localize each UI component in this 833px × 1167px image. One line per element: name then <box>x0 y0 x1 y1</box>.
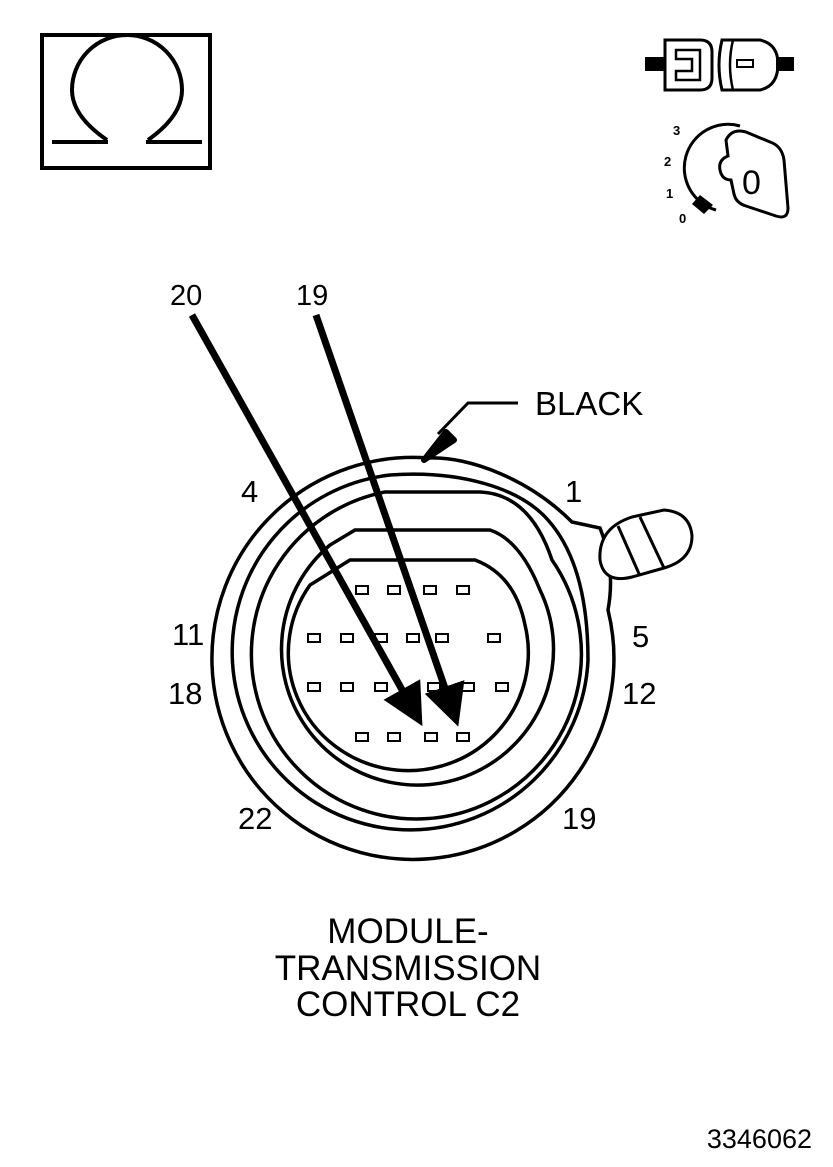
probe-label-20: 20 <box>170 280 202 312</box>
probe-20: 20 <box>170 280 423 727</box>
figure-number: 3346062 <box>707 1124 812 1154</box>
ignition-position-0: 0 <box>679 211 686 226</box>
cavity-6 <box>340 633 354 643</box>
cavity-12 <box>340 682 354 692</box>
title-line-2: TRANSMISSION <box>275 949 541 988</box>
cavity-4 <box>456 585 470 595</box>
ignition-position-1: 1 <box>666 186 673 201</box>
cavity-19 <box>424 732 438 742</box>
cavity-5 <box>307 633 321 643</box>
ignition-position-2: 2 <box>664 154 671 169</box>
connector-latch <box>598 508 694 581</box>
cavity-15 <box>461 682 475 692</box>
connector-title: MODULE- TRANSMISSION CONTROL C2 <box>275 912 541 1024</box>
title-line-1: MODULE- <box>327 912 488 951</box>
cavity-16 <box>495 682 509 692</box>
cavity-13 <box>374 682 388 692</box>
cavity-20 <box>456 732 470 742</box>
cavity-8 <box>406 633 420 643</box>
title-line-3: CONTROL C2 <box>296 985 520 1024</box>
cavity-3 <box>423 585 437 595</box>
cavity-10 <box>487 633 501 643</box>
cavity-14 <box>427 682 441 692</box>
pin-label-12: 12 <box>622 676 656 711</box>
pin-label-18: 18 <box>168 676 202 711</box>
cavity-2 <box>387 585 401 595</box>
cavity-grid <box>307 585 509 742</box>
cavity-17 <box>355 732 369 742</box>
pin-label-1: 1 <box>565 474 582 509</box>
color-callout: BLACK <box>421 385 643 463</box>
connector-color-label: BLACK <box>535 385 643 422</box>
pin-label-5: 5 <box>632 619 649 654</box>
cavity-11 <box>307 682 321 692</box>
ignition-key-label: 0 <box>742 164 761 202</box>
disconnect-connector-icon <box>645 38 794 92</box>
ignition-position-3: 3 <box>673 123 680 138</box>
ignition-key-icon: 0 3 2 1 0 <box>664 122 790 226</box>
cavity-1 <box>355 585 369 595</box>
pin-label-19: 19 <box>562 801 596 836</box>
pin-label-4: 4 <box>241 474 258 509</box>
probe-19: 19 <box>296 280 465 727</box>
pin-label-22: 22 <box>238 801 272 836</box>
cavity-18 <box>387 732 401 742</box>
probe-label-19: 19 <box>296 280 328 312</box>
cavity-9 <box>435 633 449 643</box>
ohmmeter-icon <box>40 33 212 170</box>
pin-label-11: 11 <box>172 617 204 652</box>
connector-c2 <box>210 455 694 862</box>
